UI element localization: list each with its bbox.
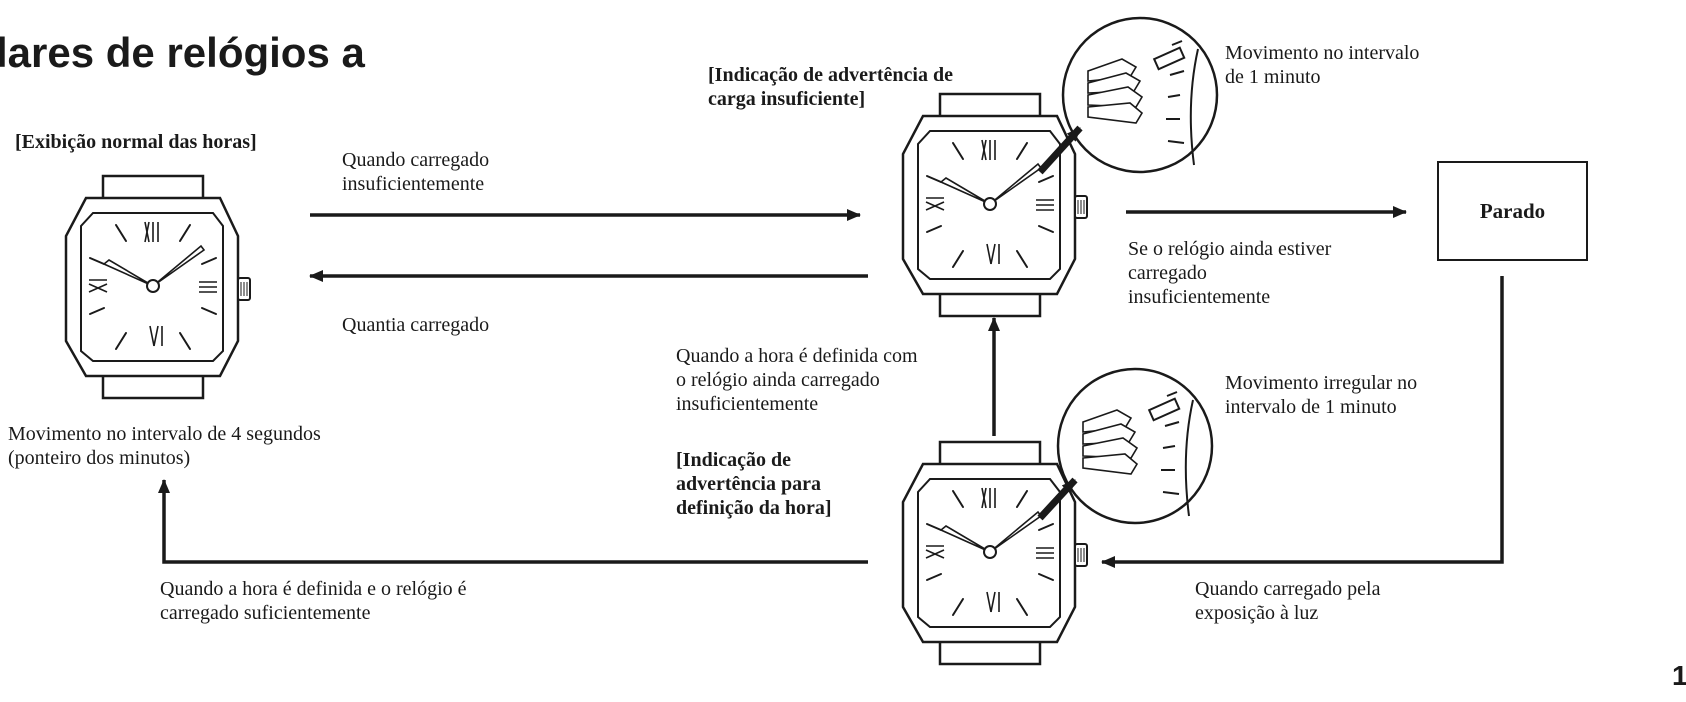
low-charge-watch (901, 92, 1089, 318)
zoom-connector-bottom (1037, 477, 1078, 521)
page-heading: lares de relógios a (0, 29, 365, 76)
label-low-to-normal: Quantia carregado (342, 314, 490, 336)
low-charge-zoom (1061, 16, 1219, 174)
arrow-stopped-to-settime (1101, 276, 1504, 568)
stopped-state-box (1437, 161, 1588, 261)
stopped-state-label: Parado (1479, 199, 1546, 223)
normal-watch (64, 174, 252, 400)
normal-display-title: [Exibição normal das horas] (15, 131, 257, 153)
page-number: 1 (1672, 660, 1686, 691)
zoom-connector-top (1037, 125, 1083, 175)
label-settime-to-low: Quando a hora é definida com o relógio a… (676, 345, 918, 415)
low-charge-title: [Indicação de advertência de carga insuf… (708, 64, 953, 110)
label-settime-to-normal: Quando a hora é definida e o relógio é c… (160, 578, 467, 624)
label-normal-to-low: Quando carregado insuficientemente (342, 149, 490, 195)
label-stopped-to-settime: Quando carregado pela exposição à luz (1195, 578, 1381, 624)
label-low-to-stopped: Se o relógio ainda estiver carregado ins… (1128, 238, 1332, 308)
set-time-movement-label: Movimento irregular no intervalo de 1 mi… (1225, 372, 1418, 418)
normal-movement-label: Movimento no intervalo de 4 segundos (po… (8, 423, 321, 469)
set-time-watch (901, 440, 1089, 666)
low-charge-movement-label: Movimento no intervalo de 1 minuto (1225, 42, 1420, 88)
set-time-zoom (1056, 367, 1214, 525)
set-time-title: [Indicação de advertência para definição… (676, 449, 832, 519)
arrow-settime-to-normal (158, 479, 868, 564)
